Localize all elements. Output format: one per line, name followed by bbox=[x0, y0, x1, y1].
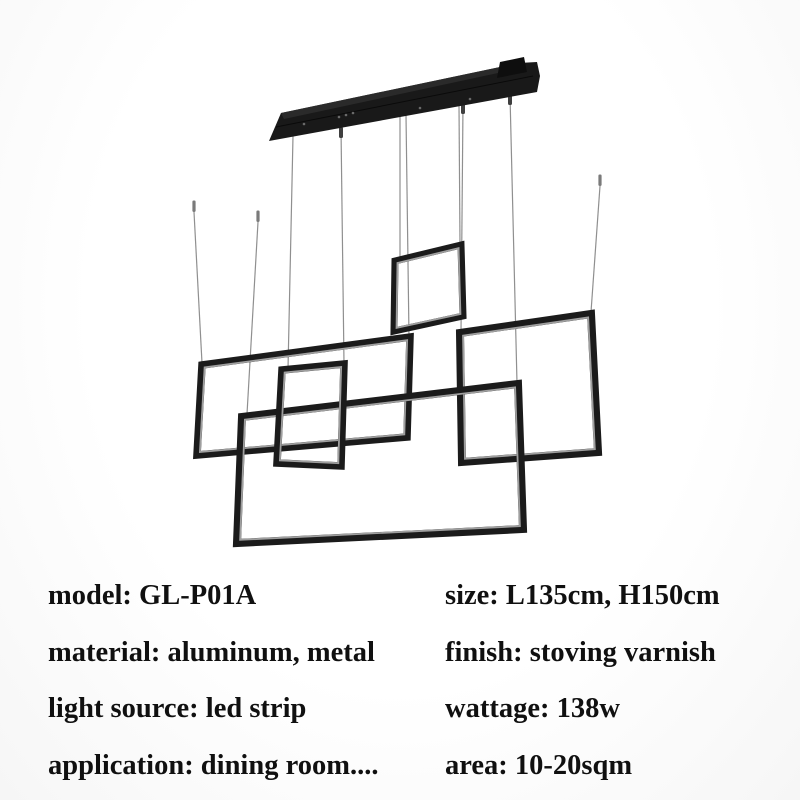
canopy-screw bbox=[468, 97, 472, 101]
led-strip-left-rectangle bbox=[198, 339, 409, 453]
spec-material: material: aluminum, metal bbox=[48, 636, 375, 668]
wire-connector bbox=[339, 127, 343, 138]
canopy-screw bbox=[302, 122, 306, 126]
wire-connector bbox=[461, 103, 465, 114]
suspension-wire bbox=[509, 94, 518, 384]
pendant-frame-top-square bbox=[390, 240, 467, 336]
canopy-mount-tab bbox=[497, 57, 527, 78]
specs-right-column: size: L135cm, H150cm finish: stoving var… bbox=[445, 568, 720, 794]
ceiling-canopy bbox=[269, 62, 540, 141]
wire-end-tip bbox=[598, 174, 602, 186]
spec-finish: finish: stoving varnish bbox=[445, 636, 716, 668]
pendant-frame-bottom-rectangle bbox=[232, 379, 528, 548]
led-strip-bottom-rectangle bbox=[239, 386, 521, 541]
pendant-frame-left-rectangle bbox=[193, 332, 414, 460]
spec-size: size: L135cm, H150cm bbox=[445, 580, 720, 611]
led-strip-center-square bbox=[278, 366, 343, 465]
suspension-wire bbox=[405, 114, 410, 338]
canopy-fold-line bbox=[275, 75, 534, 128]
pendant-frame-right-rectangle bbox=[455, 309, 603, 467]
canopy-screw bbox=[351, 111, 355, 115]
suspension-wire bbox=[287, 135, 294, 370]
spec-model: model: GL-P01A bbox=[48, 580, 257, 611]
led-strip-top-square bbox=[395, 247, 462, 330]
led-strip-right-rectangle bbox=[462, 316, 596, 460]
suspension-wire bbox=[590, 185, 601, 313]
canopy-top-face bbox=[281, 63, 526, 119]
wire-connector bbox=[508, 94, 512, 105]
canopy-screw bbox=[337, 115, 341, 119]
spec-wattage: wattage: 138w bbox=[445, 693, 620, 725]
specs-left-column: model: GL-P01A material: aluminum, metal… bbox=[48, 568, 378, 794]
spec-application: application: dining room.... bbox=[48, 749, 379, 781]
wire-end-tip bbox=[256, 210, 260, 222]
wire-end-tip bbox=[192, 200, 196, 212]
canopy-screw bbox=[418, 106, 422, 110]
spec-area: area: 10-20sqm bbox=[445, 749, 633, 781]
spec-light-source: light source: led strip bbox=[48, 693, 307, 725]
suspension-wire bbox=[340, 127, 345, 365]
suspension-wire bbox=[193, 211, 203, 364]
canopy-screw bbox=[344, 113, 348, 117]
pendant-frame-center-square bbox=[273, 359, 348, 470]
suspension-wire bbox=[458, 104, 461, 247]
suspension-wire bbox=[246, 221, 259, 415]
suspension-wire bbox=[460, 103, 464, 333]
